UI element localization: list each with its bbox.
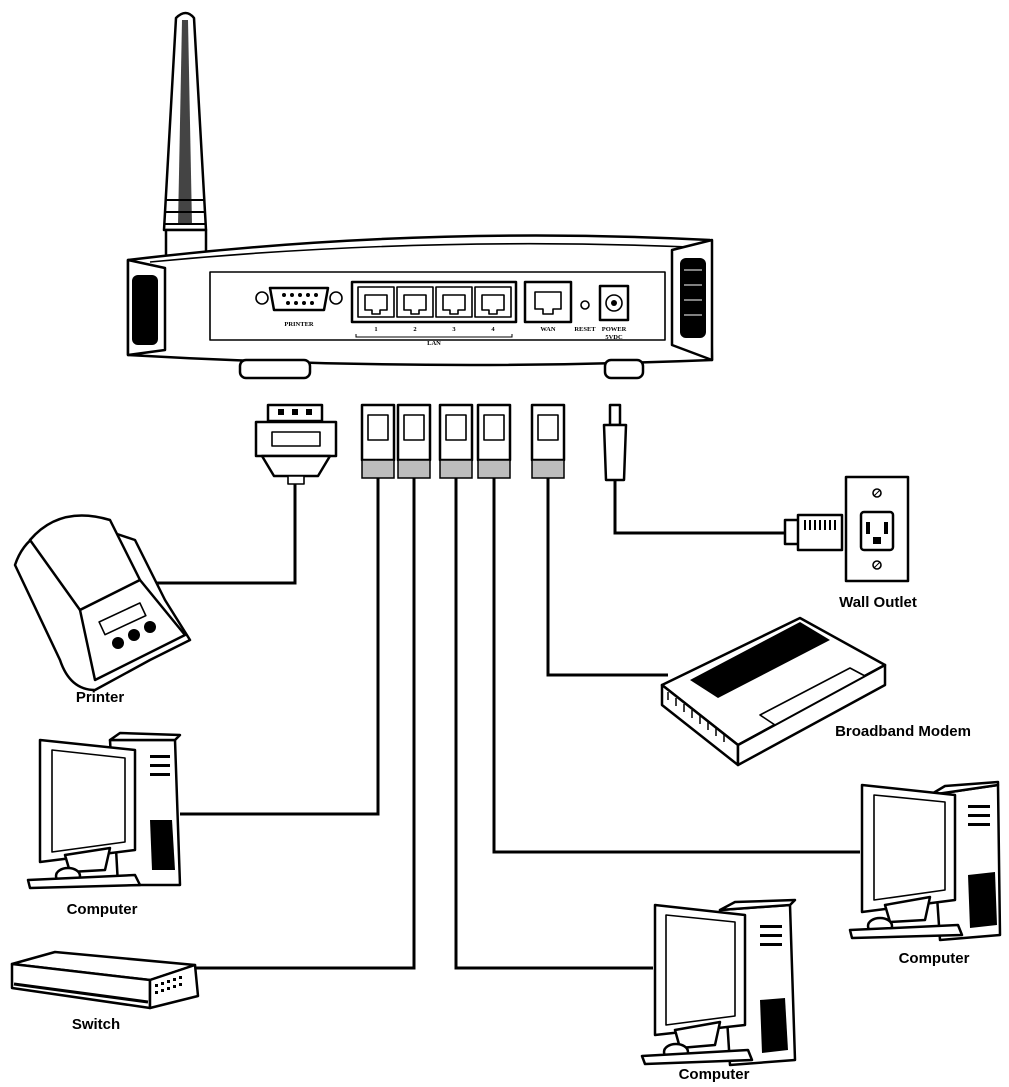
lan3-cable — [454, 478, 653, 970]
wan-port-label: WAN — [540, 326, 555, 333]
left-vent — [132, 275, 158, 345]
rj45-plug-lan3 — [438, 403, 474, 479]
broadband-modem — [660, 616, 887, 767]
power-label-line2: 5VDC — [605, 334, 623, 341]
computer-bottom — [640, 898, 797, 1067]
lan-port-4-number: 4 — [491, 326, 495, 333]
reset-button — [580, 300, 590, 310]
lan2-cable — [195, 478, 416, 970]
printer-device — [13, 514, 192, 692]
right-vent — [680, 258, 706, 338]
power-plug — [602, 403, 628, 482]
rj45-plug-lan4 — [476, 403, 512, 479]
power-label-line1: POWER — [602, 326, 627, 333]
lan-port-1-number: 1 — [374, 326, 377, 333]
db9-connector — [254, 403, 338, 485]
wan-cable — [546, 478, 668, 677]
computer-right — [848, 780, 1002, 942]
power-adapter — [783, 513, 844, 552]
router-printer-port — [255, 286, 343, 312]
lan-port-3-number: 3 — [452, 326, 456, 333]
modem-label: Broadband Modem — [835, 723, 971, 740]
rj45-plug-lan2 — [396, 403, 432, 479]
computer-bottom-label: Computer — [679, 1066, 750, 1083]
wan-port — [523, 280, 573, 324]
lan1-cable — [180, 478, 380, 816]
switch-device — [10, 950, 200, 1010]
rj45-plug-lan1 — [360, 403, 396, 479]
lan-port-2-number: 2 — [413, 326, 416, 333]
wall-outlet-label: Wall Outlet — [839, 594, 917, 611]
rj45-plug-wan — [530, 403, 566, 479]
computer-left-label: Computer — [67, 901, 138, 918]
reset-label: RESET — [574, 326, 596, 333]
computer-left — [26, 731, 182, 890]
computer-right-label: Computer — [899, 950, 970, 967]
printer-cable — [155, 484, 297, 585]
power-cable — [613, 480, 785, 535]
lan-group-label: LAN — [427, 340, 441, 347]
router: PRINTER 1 2 3 4 LAN WAN RESET — [126, 11, 714, 380]
wall-outlet — [844, 475, 910, 583]
printer-port-label: PRINTER — [284, 321, 314, 328]
switch-label: Switch — [72, 1016, 120, 1033]
lan4-cable — [492, 478, 860, 854]
printer-label: Printer — [76, 689, 125, 706]
power-jack — [598, 284, 630, 322]
lan-ports — [350, 280, 518, 324]
